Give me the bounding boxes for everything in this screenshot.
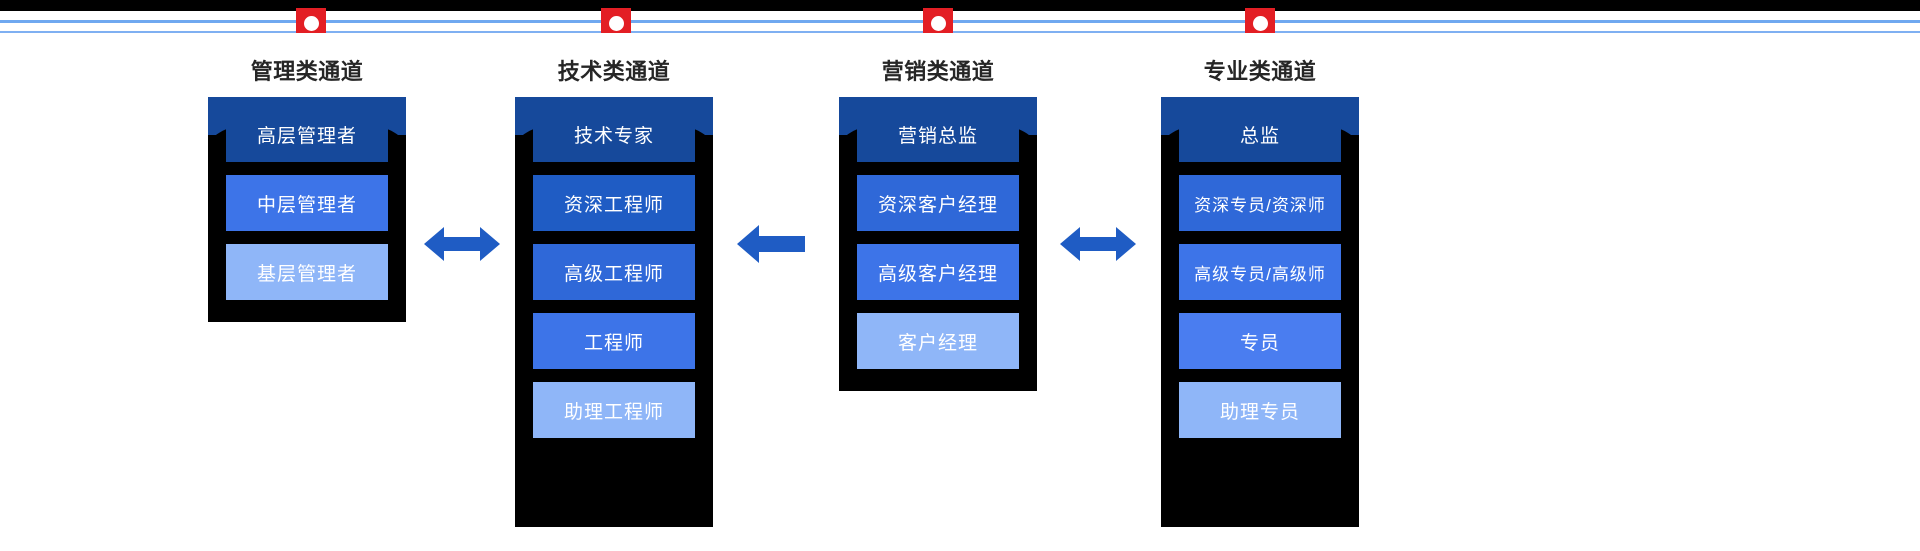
career-ladder-diagram: 管理类通道高层管理者中层管理者基层管理者技术类通道技术专家资深工程师高级工程师工… [0,33,1920,551]
top-black-bar [0,0,1920,11]
rung-management-3[interactable]: 基层管理者 [226,244,388,300]
ladder-frame-professional [1161,97,1359,527]
channel-title-technical: 技术类通道 [557,59,671,84]
rung-label: 工程师 [583,332,644,354]
rung-professional-5[interactable]: 助理专员 [1179,382,1341,438]
rung-management-1[interactable]: 高层管理者 [226,106,388,162]
channel-marketing: 营销类通道营销总监资深客户经理高级客户经理客户经理 [839,33,1037,493]
channel-title-management: 管理类通道 [250,59,364,84]
top-blue-rule [0,20,1920,23]
rung-label: 高级专员/高级师 [1194,264,1326,284]
rung-label: 资深工程师 [563,194,664,216]
rung-technical-1[interactable]: 技术专家 [533,106,695,162]
rung-technical-3[interactable]: 高级工程师 [533,244,695,300]
rung-professional-3[interactable]: 高级专员/高级师 [1179,244,1341,300]
channel-professional: 专业类通道总监资深专员/资深师高级专员/高级师专员助理专员 [1161,33,1359,527]
channel-management: 管理类通道高层管理者中层管理者基层管理者 [208,33,406,493]
channel-title-professional: 专业类通道 [1203,59,1317,84]
rung-marketing-3[interactable]: 高级客户经理 [857,244,1019,300]
rung-label: 高级工程师 [563,263,664,285]
rung-label: 中层管理者 [256,194,357,216]
rung-label: 营销总监 [897,125,978,147]
rung-label: 高层管理者 [256,125,357,147]
marker-dot-icon [303,15,319,31]
rung-marketing-2[interactable]: 资深客户经理 [857,175,1019,231]
rung-technical-5[interactable]: 助理工程师 [533,382,695,438]
rung-label: 高级客户经理 [877,263,998,285]
rung-label: 总监 [1239,125,1280,147]
arrow-mkt-prof-icon [1060,227,1136,261]
marker-dot-icon [1252,15,1268,31]
marker-dot-icon [930,15,946,31]
rung-label: 基层管理者 [256,263,357,285]
marker-dot-icon [608,15,624,31]
rung-professional-4[interactable]: 专员 [1179,313,1341,369]
channel-title-marketing: 营销类通道 [881,59,995,84]
rung-label: 客户经理 [897,332,978,354]
rung-marketing-1[interactable]: 营销总监 [857,106,1019,162]
rung-professional-1[interactable]: 总监 [1179,106,1341,162]
rung-professional-2[interactable]: 资深专员/资深师 [1179,175,1341,231]
rung-label: 助理专员 [1219,401,1300,423]
channel-technical: 技术类通道技术专家资深工程师高级工程师工程师助理工程师 [515,33,713,527]
ladder-frame-technical [515,97,713,527]
arrow-tech-mkt-icon [737,225,805,263]
rung-technical-4[interactable]: 工程师 [533,313,695,369]
arrow-mgmt-tech-icon [424,227,500,261]
rung-label: 资深专员/资深师 [1194,195,1326,215]
rung-management-2[interactable]: 中层管理者 [226,175,388,231]
rung-marketing-4[interactable]: 客户经理 [857,313,1019,369]
rung-technical-2[interactable]: 资深工程师 [533,175,695,231]
rung-label: 资深客户经理 [877,194,998,216]
top-blue-rule-secondary [0,31,1920,33]
rung-label: 专员 [1239,332,1280,354]
rung-label: 助理工程师 [563,401,664,423]
rung-label: 技术专家 [573,125,654,147]
